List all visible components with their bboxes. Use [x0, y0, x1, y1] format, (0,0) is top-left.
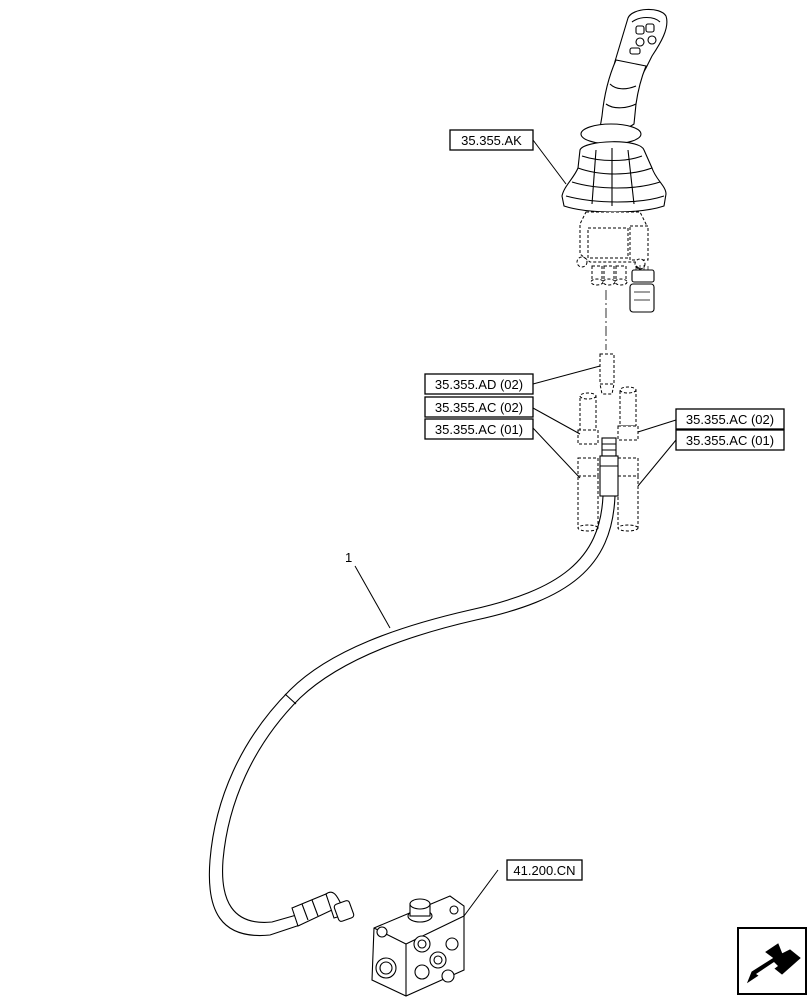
callout-left-ac01[interactable]: 35.355.AC (01)	[424, 418, 534, 440]
callout-left-ac01-label: 35.355.AC (01)	[435, 422, 523, 437]
callout-valve-block-label: 41.200.CN	[513, 863, 575, 878]
joystick-assembly	[561, 8, 668, 313]
callout-right-ac01[interactable]: 35.355.AC (01)	[675, 429, 785, 451]
callout-left-ac02-label: 35.355.AC (02)	[435, 400, 523, 415]
hydraulic-hose	[208, 495, 616, 937]
callout-right-ac02[interactable]: 35.355.AC (02)	[675, 408, 785, 430]
leader-lines	[354, 139, 677, 917]
callout-left-ac02[interactable]: 35.355.AC (02)	[424, 396, 534, 418]
callout-joystick[interactable]: 35.355.AK	[449, 129, 534, 151]
fitting-cluster	[577, 353, 639, 532]
callout-joystick-label: 35.355.AK	[461, 133, 522, 148]
item-number-1[interactable]: 1	[345, 550, 352, 565]
callout-adapter-ad02[interactable]: 35.355.AD (02)	[424, 373, 534, 395]
callout-valve-block[interactable]: 41.200.CN	[506, 859, 583, 881]
callout-adapter-ad02-label: 35.355.AD (02)	[435, 377, 523, 392]
valve-block	[371, 895, 465, 997]
next-page-arrow-icon[interactable]	[737, 927, 807, 995]
callout-right-ac02-label: 35.355.AC (02)	[686, 412, 774, 427]
callout-right-ac01-label: 35.355.AC (01)	[686, 433, 774, 448]
